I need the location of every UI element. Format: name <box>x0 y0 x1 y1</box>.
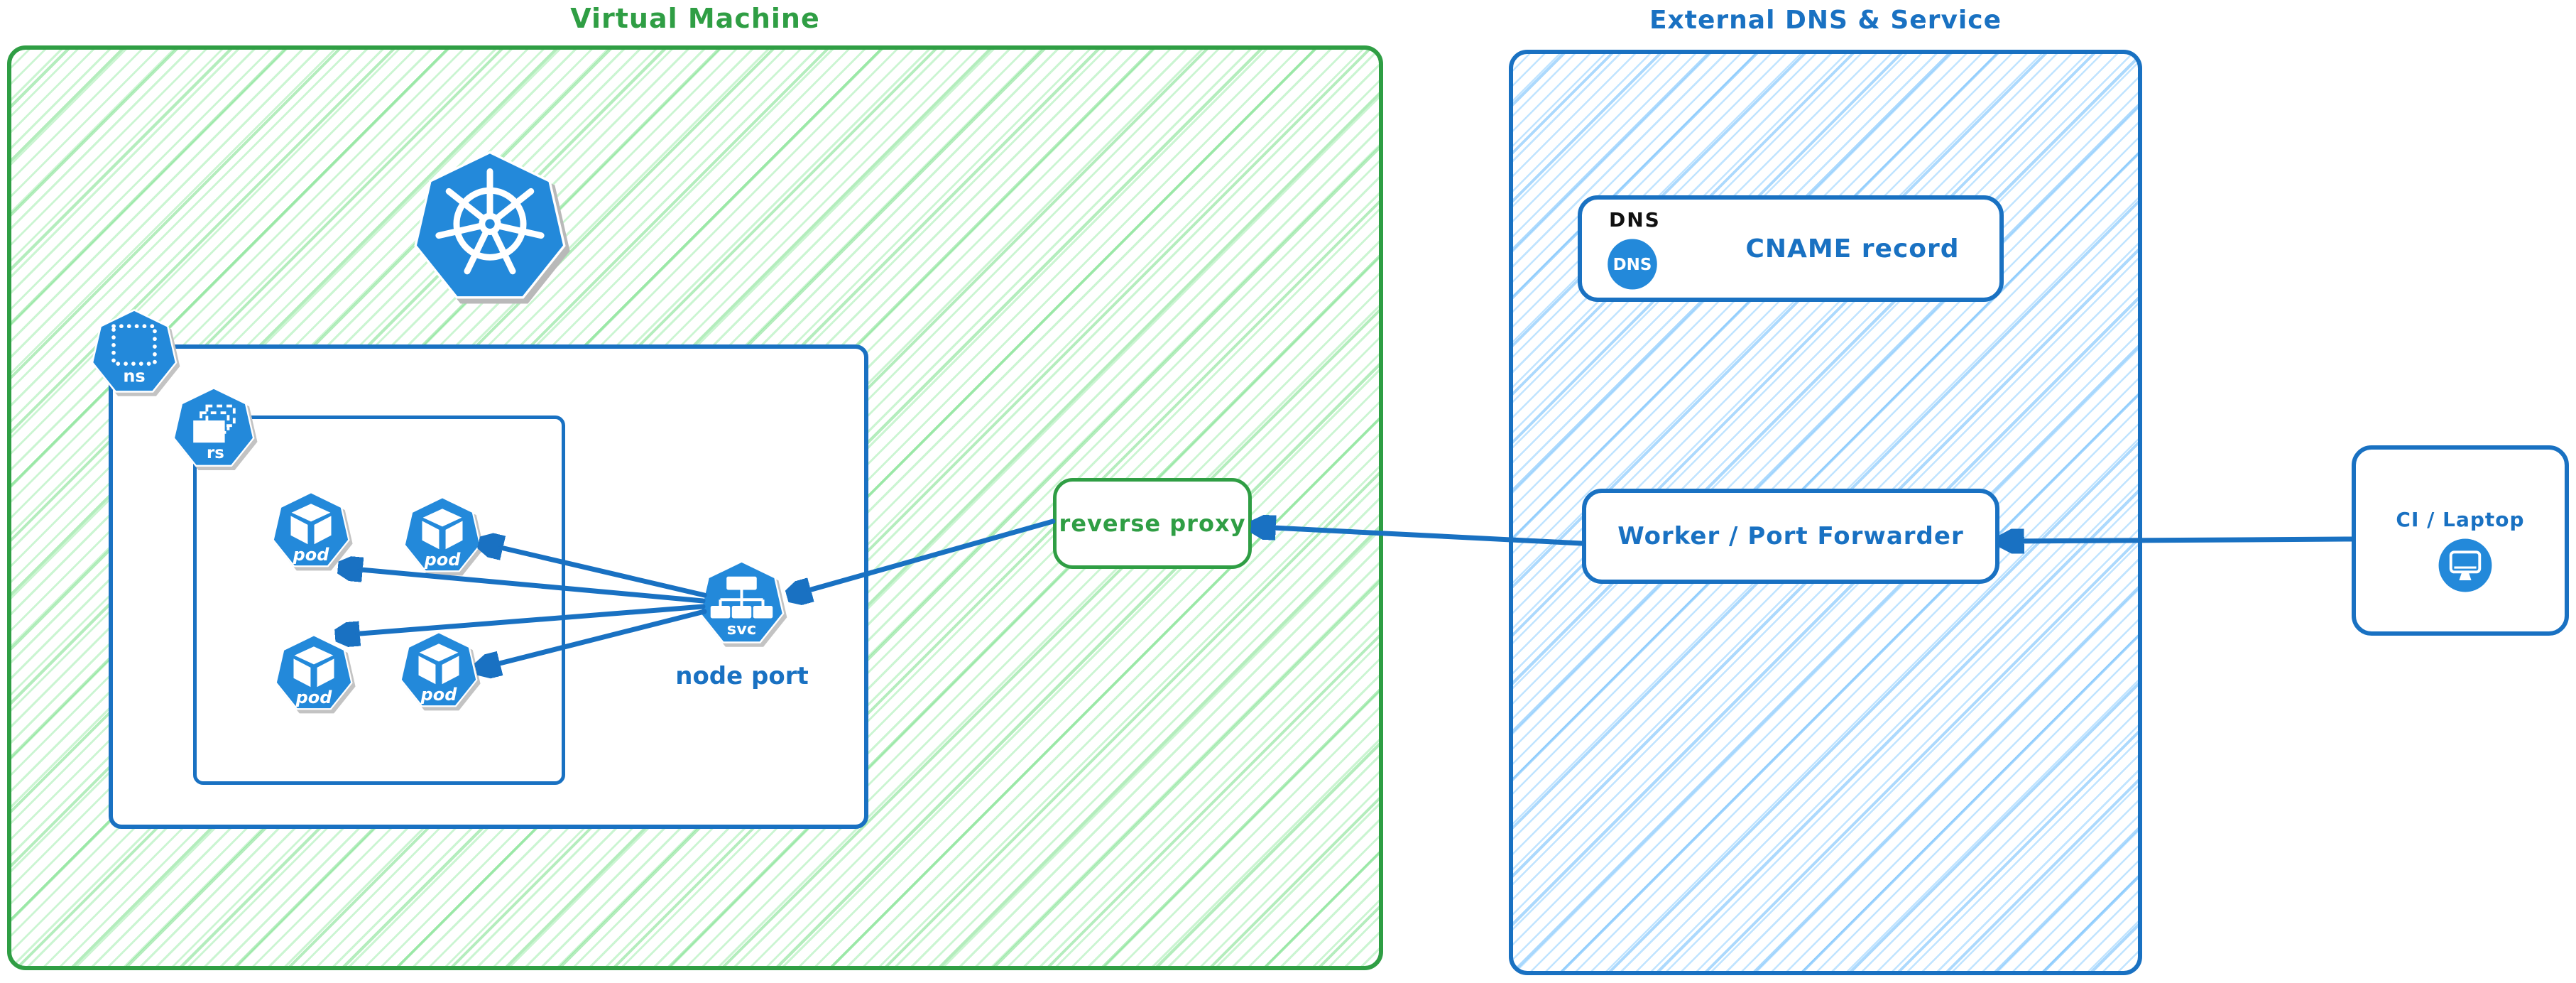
service-icon: svc <box>699 560 785 643</box>
pod-icon: pod <box>403 496 481 572</box>
reverse-proxy-label: reverse proxy <box>1059 510 1246 537</box>
node-port-label: node port <box>675 662 809 690</box>
reverse-proxy-box: reverse proxy <box>1053 478 1252 569</box>
cname-record-box: DNS DNS CNAME record <box>1578 195 2004 302</box>
replicaset-icon-label: rs <box>207 444 224 462</box>
laptop-icon <box>2438 538 2492 592</box>
worker-port-forwarder-label: Worker / Port Forwarder <box>1617 522 1964 550</box>
namespace-icon: ns <box>91 309 178 393</box>
virtual-machine-group-title: Virtual Machine <box>570 3 820 34</box>
pod-icon-label: pod <box>295 688 333 707</box>
pod-icon: pod <box>400 631 478 707</box>
namespace-icon-label: ns <box>123 366 145 386</box>
dns-icon: DNS <box>1608 239 1657 290</box>
dns-icon-label: DNS <box>1613 256 1652 274</box>
cname-record-label: CNAME record <box>1745 234 1960 264</box>
pod-icon-label: pod <box>293 545 330 565</box>
pod-icon: pod <box>272 492 350 567</box>
pod-icon: pod <box>275 634 353 710</box>
worker-port-forwarder-box: Worker / Port Forwarder <box>1582 489 1999 584</box>
ci-laptop-label: CI / Laptop <box>2396 508 2525 531</box>
replicaset-icon: rs <box>173 387 255 467</box>
pod-icon-label: pod <box>420 685 458 705</box>
service-icon-label: svc <box>727 620 756 639</box>
dns-tag-label: DNS <box>1609 208 1661 232</box>
kubernetes-logo-icon <box>414 151 566 299</box>
pod-icon-label: pod <box>424 550 462 570</box>
ci-laptop-box: CI / Laptop <box>2352 445 2569 636</box>
external-dns-group-title: External DNS & Service <box>1649 6 2002 35</box>
